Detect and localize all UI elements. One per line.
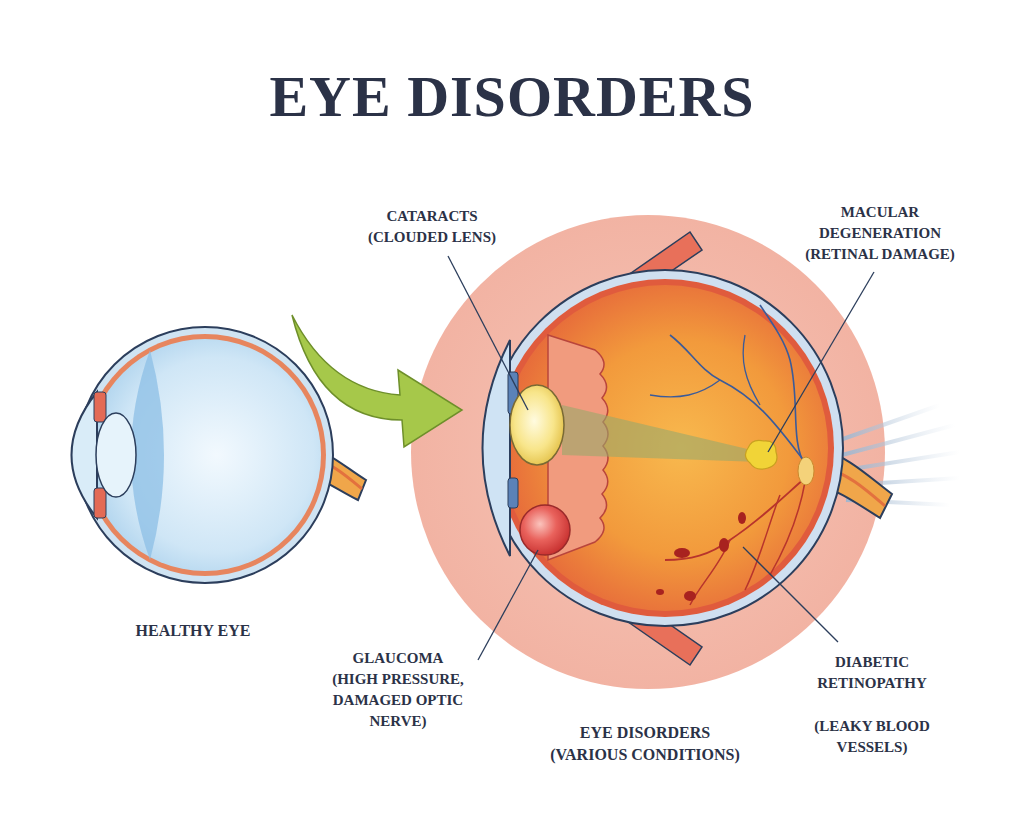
light-beam (562, 405, 760, 462)
hemorrhage-spot (656, 589, 664, 595)
label-wrap: (LEAKY BLOOD VESSELS) (812, 716, 933, 758)
iris (508, 478, 518, 508)
blood-vessel (650, 380, 720, 397)
callout-label: CATARACTS (CLOUDED LENS) (366, 206, 499, 248)
callout-label: HEALTHY EYE (133, 620, 253, 642)
optic-disc (798, 457, 814, 485)
healthy-eye (72, 327, 367, 583)
label-wrap: EYE DISORDERS (VARIOUS CONDITIONS) (548, 722, 743, 766)
choroid (496, 279, 834, 617)
diagram-title: EYE DISORDERS (269, 64, 754, 131)
blood-vessel (745, 495, 780, 590)
title-wrap: EYE DISORDERS (269, 64, 754, 131)
callout-label: GLAUCOMA (HIGH PRESSURE, DAMAGED OPTIC N… (330, 648, 467, 732)
light-ray (845, 452, 960, 470)
cornea (72, 392, 98, 518)
label-wrap: HEALTHY EYE (133, 620, 253, 642)
diseased-eye (483, 232, 961, 665)
clouded-lens (510, 385, 564, 465)
hemorrhage-spot (684, 591, 696, 601)
ciliary-body (94, 392, 106, 422)
callout-label: DIABETIC RETINOPATHY (815, 652, 929, 694)
hemorrhage-spot (738, 512, 746, 524)
label-wrap: DIABETIC RETINOPATHY (815, 652, 929, 694)
hemorrhage-spot (674, 548, 690, 558)
blood-vessel (770, 482, 805, 575)
leader-line (448, 256, 528, 410)
label-wrap: CATARACTS (CLOUDED LENS) (366, 206, 499, 248)
leader-line (448, 256, 874, 660)
light-ray (842, 425, 955, 455)
callout-label: MACULAR DEGENERATION (RETINAL DAMAGE) (803, 202, 958, 265)
retina (502, 285, 828, 611)
glaucoma-pressure (520, 505, 570, 555)
sclera (77, 327, 333, 583)
callout-label: EYE DISORDERS (VARIOUS CONDITIONS) (548, 722, 743, 766)
leader-line (768, 272, 874, 452)
leader-line (478, 550, 538, 660)
sclera (487, 270, 843, 626)
label-wrap: MACULAR DEGENERATION (RETINAL DAMAGE) (803, 202, 958, 265)
leader-line (743, 547, 838, 642)
lens (96, 413, 136, 497)
blood-vessel (670, 335, 805, 462)
ciliary-body (94, 488, 106, 518)
label-wrap: GLAUCOMA (HIGH PRESSURE, DAMAGED OPTIC N… (330, 648, 467, 732)
hemorrhage-spot (719, 538, 729, 552)
vitreous (89, 339, 321, 571)
callout-label: (LEAKY BLOOD VESSELS) (812, 716, 933, 758)
cornea (483, 340, 511, 556)
choroid (84, 334, 326, 576)
highlight-disc (411, 215, 885, 689)
blood-vessel (743, 335, 760, 405)
